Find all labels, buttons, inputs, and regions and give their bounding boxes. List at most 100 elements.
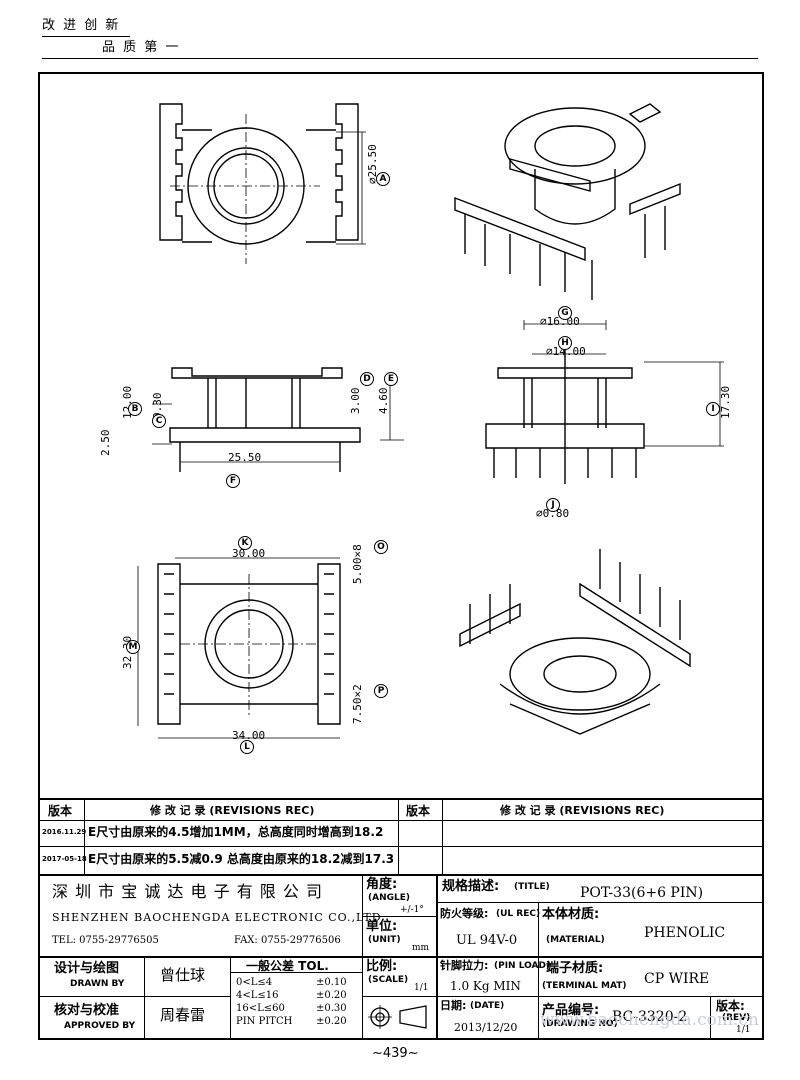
terminal-value: CP WIRE xyxy=(644,971,710,987)
ul-label: 防火等级: xyxy=(440,907,489,920)
scale-label: 比例: xyxy=(366,959,398,974)
tolerance-value: ±0.10 xyxy=(316,977,347,988)
title-label: 规格描述: xyxy=(442,879,500,894)
terminal-label-en: (TERMINAL MAT) xyxy=(542,981,627,991)
terminal-label: 端子材质: xyxy=(546,961,604,976)
marker-l: L xyxy=(240,740,254,754)
marker-a: A xyxy=(376,172,390,186)
marker-i: I xyxy=(706,402,720,416)
bottom-view xyxy=(137,557,341,739)
date-label: 日期: xyxy=(440,999,467,1012)
pinload-value: 1.0 Kg MIN xyxy=(450,979,521,993)
ul-label-en: (UL REC) xyxy=(496,909,541,919)
marker-c: C xyxy=(152,414,166,428)
company-name-en: SHENZHEN BAOCHENGDA ELECTRONIC CO.,LTD xyxy=(52,911,382,924)
dim-d: 3.00 xyxy=(349,387,362,415)
rev-col-title: 修 改 记 录 (REVISIONS REC) xyxy=(150,804,315,817)
tolerance-range: 0<L≤4 xyxy=(236,977,273,988)
tolerance-range: 4<L≤16 xyxy=(236,990,279,1001)
angle-label-en: (ANGLE) xyxy=(368,893,410,903)
marker-b: B xyxy=(128,402,142,416)
date-label-en: (DATE) xyxy=(470,1001,505,1011)
rev-row-1-date: 2016.11.29 xyxy=(42,828,87,836)
material-label: 本体材质: xyxy=(542,907,600,922)
dim-l: 34.00 xyxy=(232,729,266,742)
marker-p: P xyxy=(374,684,388,698)
approved-label-en: APPROVED BY xyxy=(64,1021,136,1031)
approver-name: 周春雷 xyxy=(160,1006,206,1024)
rev-col-version-2: 版本 xyxy=(406,804,431,818)
marker-k: K xyxy=(238,536,252,550)
marker-h: H xyxy=(558,336,572,350)
company-name-cn: 深 圳 市 宝 诚 达 电 子 有 限 公 司 xyxy=(52,882,323,901)
tolerance-title: 一般公差 TOL. xyxy=(246,959,329,973)
tolerance-value: ±0.30 xyxy=(316,1003,347,1014)
iso-view-bottom xyxy=(459,549,691,735)
dim-j: ⌀0.80 xyxy=(536,507,570,520)
rev-row-1-text: E尺寸由原来的4.5增加1MM，总高度同时增高到18.2 xyxy=(88,825,384,839)
dim-i: 17.30 xyxy=(719,385,732,419)
rev-row-2-text: E尺寸由原来的5.5减0.9 总高度由原来的18.2减到17.3 xyxy=(88,852,395,866)
tolerance-range: 16<L≤60 xyxy=(236,1003,285,1014)
angle-label: 角度: xyxy=(366,877,398,892)
marker-f: F xyxy=(226,474,240,488)
page-number: ~439~ xyxy=(372,1046,419,1061)
drawing-label-en: (DRAWING NO) xyxy=(542,1019,618,1029)
tolerance-range: PIN PITCH xyxy=(236,1016,293,1027)
dim-e: 4.60 xyxy=(377,387,390,415)
company-fax: FAX: 0755-29776506 xyxy=(234,935,341,946)
dim-k: 30.00 xyxy=(232,547,266,560)
marker-o: O xyxy=(374,540,388,554)
designed-label-en: DRAWN BY xyxy=(70,979,125,989)
rev-value: 1/1 xyxy=(736,1025,751,1035)
designer-name: 曾仕球 xyxy=(160,966,206,984)
title-value: POT-33(6+6 PIN) xyxy=(580,885,704,901)
dim-h: ⌀14.00 xyxy=(546,345,586,358)
date-value: 2013/12/20 xyxy=(454,1021,518,1034)
dim-p: 7.50×2 xyxy=(351,684,364,724)
pinload-label: 针脚拉力: xyxy=(440,959,489,972)
slogan-line-1: 改 进 创 新 xyxy=(42,18,121,33)
ul-value: UL 94V-0 xyxy=(456,933,518,948)
pinload-label-en: (PIN LOAD) xyxy=(494,961,551,971)
side-view xyxy=(152,367,404,472)
unit-label: 单位: xyxy=(366,919,398,934)
marker-m: M xyxy=(126,640,140,654)
drawing-sheet: ⌀25.50 ⌀16.00 ⌀14.00 17.30 ⌀0.80 12.00 9… xyxy=(38,72,764,1040)
rev-label: 版本: xyxy=(716,999,745,1013)
scale-label-en: (SCALE) xyxy=(368,975,409,985)
slogan-divider xyxy=(42,36,130,37)
dim-g: ⌀16.00 xyxy=(540,315,580,328)
rev-label-en: (REV) xyxy=(722,1013,751,1023)
rev-col-title-2: 修 改 记 录 (REVISIONS REC) xyxy=(500,804,665,817)
dim-f: 25.50 xyxy=(228,451,262,464)
dim-left-pin: 2.50 xyxy=(99,429,112,457)
marker-e: E xyxy=(384,372,398,386)
tolerance-value: ±0.20 xyxy=(316,990,347,1001)
tolerance-value: ±0.20 xyxy=(316,1016,347,1027)
material-label-en: (MATERIAL) xyxy=(546,935,605,945)
title-label-en: (TITLE) xyxy=(514,882,550,892)
header-rule xyxy=(42,58,758,59)
company-tel: TEL: 0755-29776505 xyxy=(52,935,159,946)
material-value: PHENOLIC xyxy=(644,925,726,941)
marker-j: J xyxy=(546,498,560,512)
technical-drawing xyxy=(137,103,724,739)
unit-value: mm xyxy=(412,943,430,953)
drawing-value: BC-3320-2 xyxy=(612,1009,688,1025)
dim-o: 5.00×8 xyxy=(351,544,364,584)
marker-d: D xyxy=(360,372,374,386)
angle-value: +/-1° xyxy=(400,905,424,915)
drawing-label: 产品编号: xyxy=(542,1003,600,1018)
marker-g: G xyxy=(558,306,572,320)
rev-col-version: 版本 xyxy=(48,804,73,818)
projection-symbol-icon xyxy=(368,1005,427,1029)
rev-row-2-date: 2017-05-18 xyxy=(42,855,87,863)
watermark: www.baochengda.com.cn xyxy=(540,1010,759,1030)
unit-label-en: (UNIT) xyxy=(368,935,401,945)
designed-label: 设计与绘图 xyxy=(54,961,120,976)
front-view xyxy=(485,320,724,484)
top-view xyxy=(159,103,366,264)
slogan-line-2: 品 质 第 一 xyxy=(102,40,181,55)
approved-label: 核对与校准 xyxy=(54,1003,120,1018)
